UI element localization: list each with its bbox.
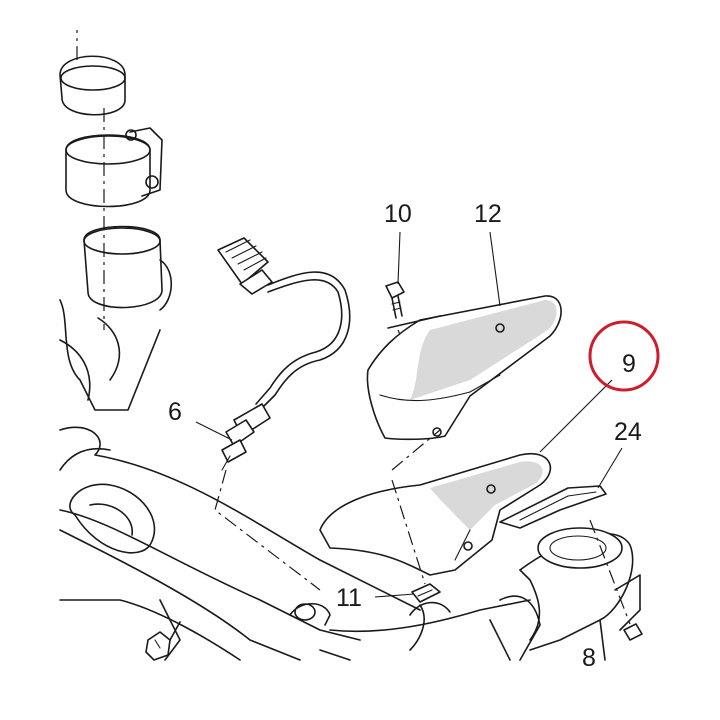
highlight-circle (588, 320, 660, 392)
callout-12: 12 (474, 200, 502, 228)
oxygen-sensor-part-6 (214, 237, 351, 591)
callout-9: 9 (622, 350, 636, 378)
callout-24: 24 (614, 418, 642, 446)
callout-10: 10 (384, 200, 412, 228)
callout-6: 6 (168, 398, 182, 426)
gasket-part-24 (499, 485, 607, 529)
bolt-part-8 (589, 519, 643, 641)
leader-lines (195, 231, 623, 598)
exhaust-header-assembly (59, 30, 172, 411)
assembly-axis-line (391, 429, 441, 471)
heat-shield-part-12 (366, 295, 562, 441)
exhaust-collector-body (59, 426, 531, 661)
clip-part-11 (391, 479, 441, 651)
callout-11: 11 (336, 584, 362, 612)
heat-shield-part-9 (319, 452, 552, 576)
callout-8: 8 (582, 644, 596, 672)
outlet-pipe (489, 527, 641, 661)
